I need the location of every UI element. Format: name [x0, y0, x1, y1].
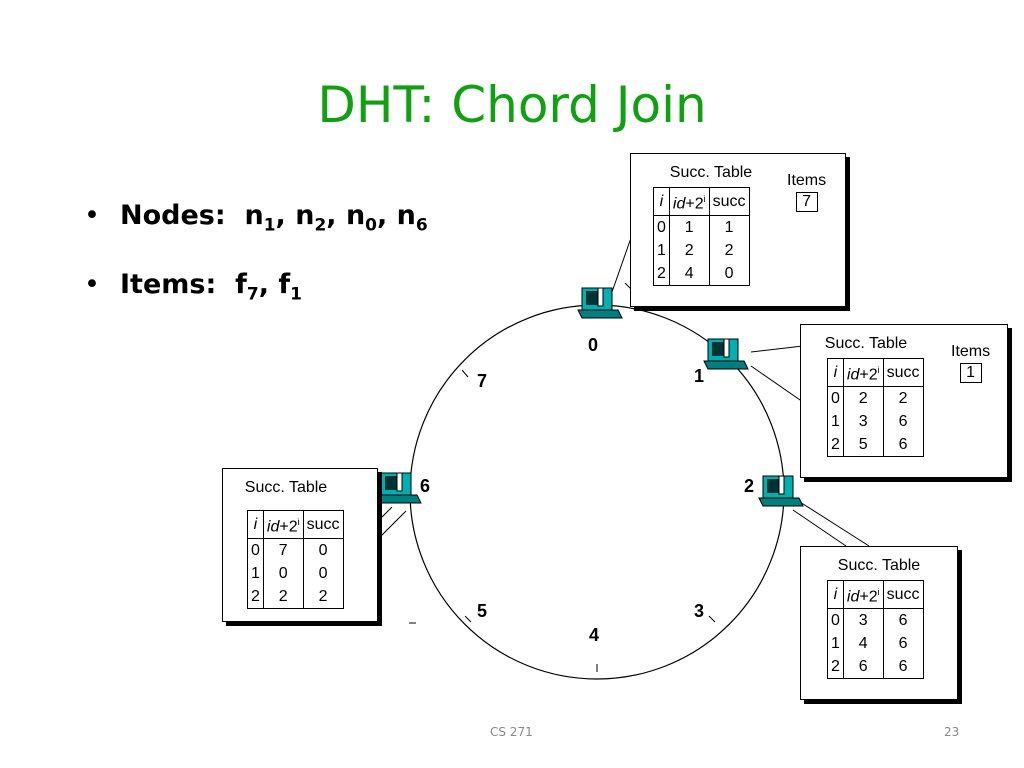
ring-label-0: 0	[588, 335, 599, 355]
ring-label-4: 4	[589, 625, 600, 645]
tick-3	[708, 615, 716, 623]
computer-icon-node-2	[758, 475, 804, 507]
computer-icon-node-0	[577, 287, 623, 319]
items-node-0: Items 7	[787, 172, 827, 212]
computer-icon-node-6	[376, 472, 422, 504]
succ-table-caption: Succ. Table	[824, 335, 908, 352]
bullet-items: •Items: f7, f1	[84, 269, 302, 305]
ring-label-2: 2	[744, 476, 755, 496]
callout-pointer-6b	[376, 510, 407, 541]
callout-pointer-6a	[376, 506, 393, 523]
ring-label-1: 1	[694, 366, 705, 386]
items-node-1: Items 1	[951, 343, 991, 383]
footer-page-number: 23	[944, 725, 960, 739]
bullet-list: •Nodes: n1, n2, n0, n6 •Items: f7, f1	[84, 200, 428, 339]
callout-pointer-1a	[750, 345, 804, 353]
tick-5	[464, 615, 472, 623]
ring-label-5: 5	[477, 601, 488, 621]
succ-table-caption: Succ. Table	[244, 479, 328, 496]
footer-course: CS 271	[490, 725, 533, 739]
ring-label-6: 6	[420, 476, 431, 496]
tick-7	[461, 369, 469, 378]
slide-title: DHT: Chord Join	[317, 76, 707, 134]
callout-pointer-1b	[750, 365, 804, 403]
ring-label-3: 3	[694, 601, 705, 621]
ring-label-7: 7	[477, 371, 488, 391]
callout-pointer-2a	[799, 501, 870, 547]
succ-table-caption: Succ. Table	[837, 557, 921, 574]
callout-pointer-0	[611, 234, 633, 293]
callout-pointer-2b	[792, 509, 847, 547]
computer-icon-node-1	[703, 338, 749, 370]
succ-table-caption: Succ. Table	[669, 164, 753, 181]
bullet-nodes: •Nodes: n1, n2, n0, n6	[84, 200, 428, 236]
